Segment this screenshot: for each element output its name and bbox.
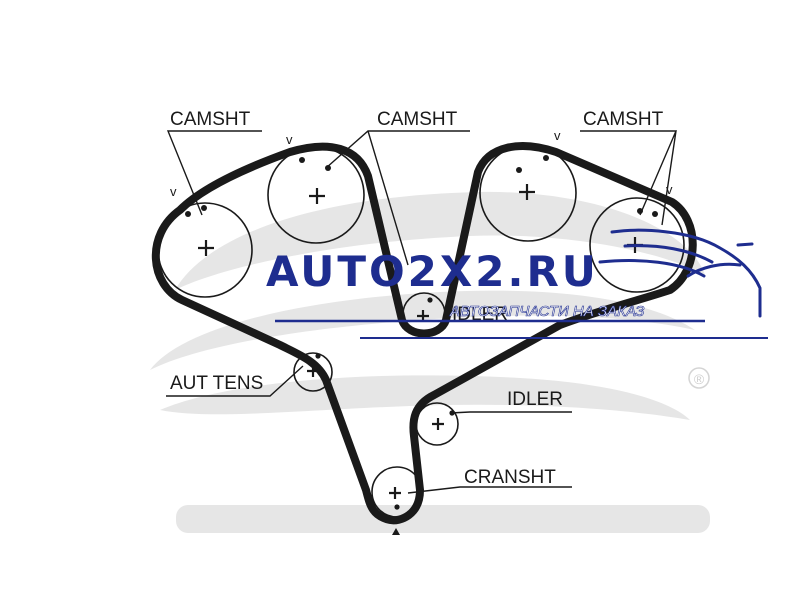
label-idler-right: IDLER <box>507 389 563 410</box>
svg-text:v: v <box>286 132 293 147</box>
svg-text:v: v <box>170 184 177 199</box>
label-auto-tensioner: AUT TENS <box>170 373 263 394</box>
timing-marks: v v v v <box>170 128 673 199</box>
watermark-title: AUTO2X2.RU <box>266 247 599 296</box>
svg-text:®: ® <box>694 371 705 387</box>
leader-lines <box>166 130 678 494</box>
label-crankshaft: CRANSHT <box>464 467 556 488</box>
label-camshaft-right: CAMSHT <box>583 109 664 130</box>
svg-text:v: v <box>666 182 673 197</box>
pulley-dots <box>185 155 658 510</box>
registered-mark: ® <box>688 367 710 389</box>
background-logo <box>150 191 710 533</box>
watermark-subtitle: АВТОЗАПЧАСТИ НА ЗАКАЗ <box>449 303 645 320</box>
timing-belt <box>151 142 697 525</box>
auto-tensioner-pulley <box>293 352 333 392</box>
label-camshaft-middle: CAMSHT <box>377 109 458 130</box>
svg-text:v: v <box>554 128 561 143</box>
crank-pointer <box>392 528 400 535</box>
camshaft-pulley-right <box>589 197 685 293</box>
car-icon <box>598 228 762 318</box>
label-camshaft-left: CAMSHT <box>170 109 251 130</box>
watermark: AUTO2X2.RU АВТОЗАПЧАСТИ НА ЗАКАЗ <box>266 228 768 339</box>
